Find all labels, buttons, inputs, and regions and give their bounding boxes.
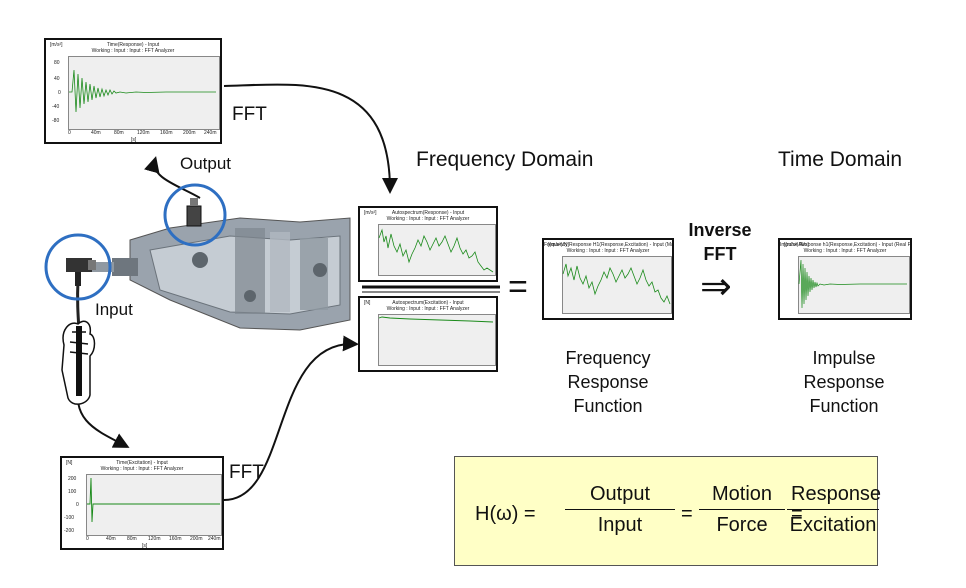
inverse-fft-label: Inverse FFT [682,218,758,266]
y-tick: -40 [52,104,60,110]
irf-caption-line2: Response [803,372,885,392]
arrow-bottom-fft [223,335,359,501]
frf-chart: [(m/s²)/N] Frequency Response H1(Respons… [542,238,674,320]
chart-subtitle: Working : Input : Input : FFT Analyzer [386,216,470,222]
fft-label-top: FFT [232,104,267,125]
chart-subtitle: Working : Input : Input : FFT Analyzer [386,306,470,312]
chart-unit: [m/s²] [50,42,63,48]
autospectrum-response-trace [378,228,494,273]
input-label: Input [95,300,133,319]
fraction-denominator: Input [597,514,643,536]
chart-subtitle: Working : Input : Input : FFT Analyzer [91,48,175,54]
x-unit: [s] [131,137,137,143]
inverse-fft-line2: FFT [703,244,737,264]
y-tick: -200 [64,528,75,534]
chart-unit: [(m/s²)/N/s] [784,242,809,248]
input-sensor-highlight [44,233,112,301]
chart-title: Time(Excitation) - Input [116,460,168,466]
x-tick: 200m [183,130,196,136]
fraction-output-input: Output Input [565,483,675,537]
frf-caption-line1: Frequency [565,348,651,368]
x-tick: 160m [160,130,173,136]
output-time-chart: [m/s²] Time(Response) - Input Working : … [44,38,222,144]
y-tick: 200 [68,476,77,482]
y-tick: 0 [76,502,79,508]
fraction-motion-force: Motion Force [699,483,785,537]
frf-formula-box: H(ω) = Output Input = Motion Force = Res… [454,456,881,566]
chart-title: Impulse Response h1(Response,Excitation)… [780,242,910,248]
output-label: Output [180,154,232,173]
fraction-response-excitation: Response Excitation [787,483,881,537]
impact-hammer-icon [66,258,92,272]
time-domain-heading: Time Domain [778,148,903,171]
frf-caption-line3: Function [573,396,643,416]
input-time-trace [87,477,220,523]
output-time-trace [69,69,216,113]
chart-unit: [N] [66,460,73,466]
x-tick: 120m [137,130,150,136]
chart-title: Autospectrum(Excitation) - Input [392,300,464,306]
formula-equals: = [791,503,803,525]
fraction-numerator: Output [565,483,675,510]
x-tick: 240m [208,536,221,542]
x-tick: 0 [86,536,89,542]
chart-title: Autospectrum(Response) - Input [391,210,465,216]
frf-caption-line2: Response [567,372,649,392]
y-tick: 80 [54,60,60,66]
output-sensor-highlight [163,183,227,247]
input-time-chart: [N] Time(Excitation) - Input Working : I… [60,456,224,550]
x-tick: 80m [127,536,137,542]
fft-label-bottom: FFT [229,462,264,483]
x-tick: 200m [190,536,203,542]
x-tick: 40m [91,130,101,136]
transmission-illustration [90,217,351,331]
autospectrum-excitation-trace [378,316,494,323]
chart-subtitle: Working : Input : Input : FFT Analyzer [100,466,184,472]
frf-caption: Frequency Response Function [540,346,676,418]
y-tick: -100 [64,515,75,521]
x-unit: [s] [142,543,148,549]
arrow-output [144,156,201,199]
equals-sign: = [508,268,528,306]
formula-lhs: H(ω) = [475,503,536,525]
chart-unit: [m/s²] [364,210,377,216]
chart-unit: [(m/s²)/N] [548,242,569,248]
irf-trace [798,259,907,309]
chart-unit: [N] [364,300,371,306]
x-tick: 0 [68,130,71,136]
x-tick: 80m [114,130,124,136]
chart-subtitle: Working : Input : Input : FFT Analyzer [566,248,650,254]
irf-caption-line1: Impulse [812,348,876,368]
x-tick: 240m [204,130,217,136]
x-tick: 40m [106,536,116,542]
chart-title: Time(Response) - Input [106,42,160,48]
chart-subtitle: Working : Input : Input : FFT Analyzer [803,248,887,254]
irf-chart: [(m/s²)/N/s] Impulse Response h1(Respons… [778,238,912,320]
x-tick: 160m [169,536,182,542]
irf-caption: Impulse Response Function [776,346,912,418]
inverse-fft-line1: Inverse [688,220,752,240]
implies-arrow-icon: ⇒ [700,266,732,308]
frf-trace [562,263,671,305]
autospectrum-excitation-chart: [N] Autospectrum(Excitation) - Input Wor… [358,296,498,372]
frequency-domain-heading: Frequency Domain [416,148,594,171]
accelerometer-icon [186,205,202,227]
irf-caption-line3: Function [809,396,879,416]
fraction-denominator: Excitation [789,514,877,536]
y-tick: 0 [58,90,61,96]
chart-title: Frequency Response H1(Response,Excitatio… [544,242,672,248]
x-tick: 120m [148,536,161,542]
formula-equals: = [681,503,693,525]
fraction-denominator: Force [716,514,768,536]
y-tick: -80 [52,118,60,124]
autospectrum-response-chart: [m/s²] Autospectrum(Response) - Input Wo… [358,206,498,282]
y-tick: 40 [54,76,60,82]
fraction-numerator: Response [787,483,881,510]
arrow-top-fft [223,83,398,194]
fraction-numerator: Motion [699,483,785,510]
y-tick: 100 [68,489,77,495]
